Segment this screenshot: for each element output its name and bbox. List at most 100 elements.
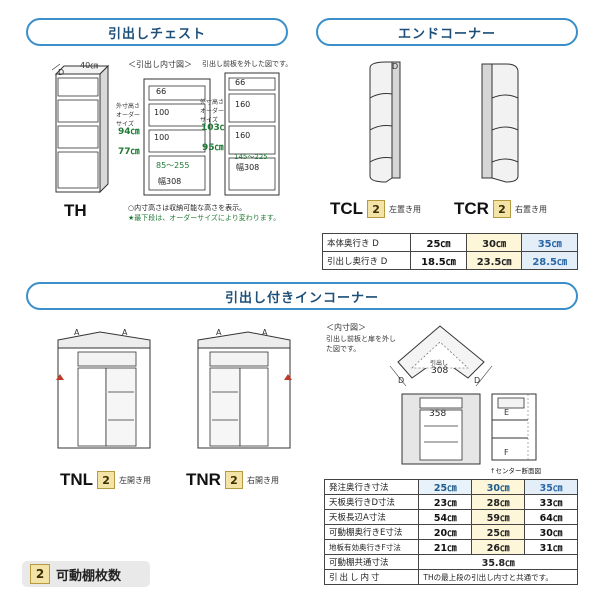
end-corner-row-1-v1: 18.5㎝ (410, 251, 467, 270)
end-corner-left-badge: 2 (367, 200, 386, 218)
legend-badge: 2 (30, 564, 50, 584)
end-corner-row-0-v3: 35㎝ (521, 233, 578, 252)
chest-illustration (51, 63, 110, 194)
inner-drawer-label: 引出し (430, 360, 449, 367)
inner-row-1-v2: 28㎝ (471, 494, 526, 510)
end-corner-right-code: TCR (454, 199, 489, 218)
inner-row-4-v1: 21㎝ (418, 539, 473, 555)
chest-diagram2-frame (224, 72, 280, 196)
chest-diagram2-custom-label: 外寸高さオーダーサイズ (200, 99, 225, 124)
inner-common-label: 可動棚共通寸法 (323, 554, 420, 570)
inner-corner-right-desc: 右開き用 (246, 475, 279, 485)
inner-corner-right-caption: TNR 2 右開き用 (186, 470, 279, 490)
table-row: 天板長辺A寸法 54㎝ 59㎝ 64㎝ (323, 509, 578, 525)
inner-row-2-label: 天板長辺A寸法 (323, 509, 420, 525)
inner-row-0-v3: 35㎝ (524, 479, 578, 495)
end-corner-right-illustration (481, 63, 519, 183)
inner-row-0-label: 発注奥行き寸法 (323, 479, 420, 495)
chest-diagram1-frame (143, 78, 211, 196)
chest-width-dim: 40㎝ (80, 61, 99, 70)
chest-diagram1-custom-label: 外寸高さオーダーサイズ (116, 103, 141, 128)
end-corner-row-1-v2: 23.5㎝ (465, 251, 523, 270)
chest-diagram2-row-3: 145～225 (234, 153, 268, 161)
inner-row-3-v2: 25㎝ (471, 524, 526, 540)
header-end-corner: エンドコーナー (316, 18, 578, 46)
inner-top-width: 308 (431, 366, 449, 376)
inner-row-3-v3: 30㎝ (524, 524, 578, 540)
end-corner-left-code: TCL (330, 199, 364, 218)
end-corner-left-illustration (369, 61, 401, 183)
chest-diagram1-h-bottom: 77㎝ (118, 147, 140, 157)
table-row: 引出し内寸 THの最上段の引出し内寸と共通です。 (323, 569, 578, 585)
end-corner-table: 本体奥行き D 25㎝ 30㎝ 35㎝ 引出し奥行き D 18.5㎝ 23.5㎝… (321, 233, 578, 270)
inner-corner-table: 発注奥行き寸法 25㎝ 30㎝ 35㎝ 天板奥行きD寸法 23㎝ 28㎝ 33㎝… (323, 479, 578, 585)
inner-mid-width: 358 (429, 409, 447, 419)
table-row: 地板有効奥行きF寸法 21㎝ 26㎝ 31㎝ (323, 539, 578, 555)
inner-drawer-inner-value: THの最上段の引出し内寸と共通です。 (418, 569, 578, 585)
chest-depth-label: D (58, 68, 65, 77)
inner-section-label: ↑センター断面図 (490, 467, 541, 475)
chest-diagram2-row-0: 66 (235, 78, 246, 87)
header-inner-corner: 引出し付きインコーナー (26, 282, 578, 310)
end-corner-left-desc: 左置き用 (389, 204, 422, 214)
table-row: 発注奥行き寸法 25㎝ 30㎝ 35㎝ (323, 479, 578, 495)
chest-diagram1-h-top: 94㎝ (118, 127, 140, 137)
shelf-count-legend: 2 可動棚枚数 (22, 561, 150, 587)
end-corner-row-1-v3: 28.5㎝ (521, 251, 578, 270)
inner-corner-left-illustration (56, 331, 151, 449)
inner-corner-left-dim-a2: A (122, 328, 128, 337)
chest-diagram1-base: 幅308 (158, 177, 182, 186)
inner-row-1-v1: 23㎝ (418, 494, 473, 510)
end-corner-left-caption: TCL 2 左置き用 (330, 199, 421, 219)
inner-row-4-v3: 31㎝ (524, 539, 578, 555)
inner-common-value: 35.8㎝ (418, 554, 578, 570)
end-corner-row-1-label: 引出し奥行き D (321, 251, 412, 270)
end-corner-row-0-v2: 30㎝ (465, 233, 523, 252)
inner-row-3-label: 可動棚奥行きE寸法 (323, 524, 420, 540)
inner-corner-left-desc: 左開き用 (119, 475, 152, 485)
inner-drawer-inner-label: 引出し内寸 (323, 569, 420, 585)
header-chest: 引出しチェスト (26, 18, 288, 46)
inner-corner-right-dim-a2: A (262, 328, 268, 337)
inner-row-0-v1: 25㎝ (418, 479, 473, 495)
inner-row-2-v3: 64㎝ (524, 509, 578, 525)
table-row: 引出し奥行き D 18.5㎝ 23.5㎝ 28.5㎝ (321, 251, 578, 270)
inner-row-4-label: 地板有効奥行きF寸法 (323, 539, 420, 555)
inner-corner-right-badge: 2 (224, 471, 243, 489)
chest-diagram2-h-bottom: 95㎝ (202, 143, 224, 153)
table-row: 本体奥行き D 25㎝ 30㎝ 35㎝ (321, 233, 578, 252)
inner-front-view (401, 393, 481, 465)
inner-dim-d-left: D (398, 376, 405, 385)
inner-row-3-v1: 20㎝ (418, 524, 473, 540)
inner-top-view (389, 325, 493, 387)
inner-row-4-v2: 26㎝ (471, 539, 526, 555)
legend-text: 可動棚枚数 (56, 568, 122, 584)
end-corner-row-0-v1: 25㎝ (410, 233, 467, 252)
inner-corner-left-caption: TNL 2 左開き用 (60, 470, 151, 490)
chest-code: TH (64, 201, 87, 220)
chest-diagram1-row-0: 66 (156, 87, 167, 96)
inner-section-view (491, 393, 537, 461)
chest-diagram1-row-2: 100 (154, 133, 170, 142)
inner-corner-left-code: TNL (60, 470, 94, 489)
chest-diagram2-row-1: 160 (235, 100, 251, 109)
inner-corner-left-dim-a1: A (74, 328, 80, 337)
inner-diagram-title: ＜内寸図＞ (326, 323, 366, 332)
chest-diagram1-title: ＜引出し内寸図＞ (128, 60, 192, 69)
chest-diagram2-row-2: 160 (235, 131, 251, 140)
end-corner-right-badge: 2 (492, 200, 511, 218)
chest-diagram2-h-top: 103㎝ (201, 123, 229, 133)
chest-note-0: ○内寸高さは収納可能な高さを表示。 (128, 204, 247, 212)
inner-side-e: E (504, 408, 510, 417)
inner-side-f: F (504, 448, 509, 457)
inner-row-2-v2: 59㎝ (471, 509, 526, 525)
chest-note-1: ★最下段は、オーダーサイズにより変わります。 (128, 214, 281, 222)
chest-diagram2-title: 引出し前板を外した図です。 (202, 60, 293, 68)
end-corner-right-desc: 右置き用 (514, 204, 547, 214)
inner-corner-right-code: TNR (186, 470, 221, 489)
inner-corner-left-badge: 2 (97, 471, 116, 489)
end-corner-depth-label: D (392, 62, 399, 71)
end-corner-right-caption: TCR 2 右置き用 (454, 199, 547, 219)
table-row: 天板奥行きD寸法 23㎝ 28㎝ 33㎝ (323, 494, 578, 510)
inner-row-0-v2: 30㎝ (471, 479, 526, 495)
